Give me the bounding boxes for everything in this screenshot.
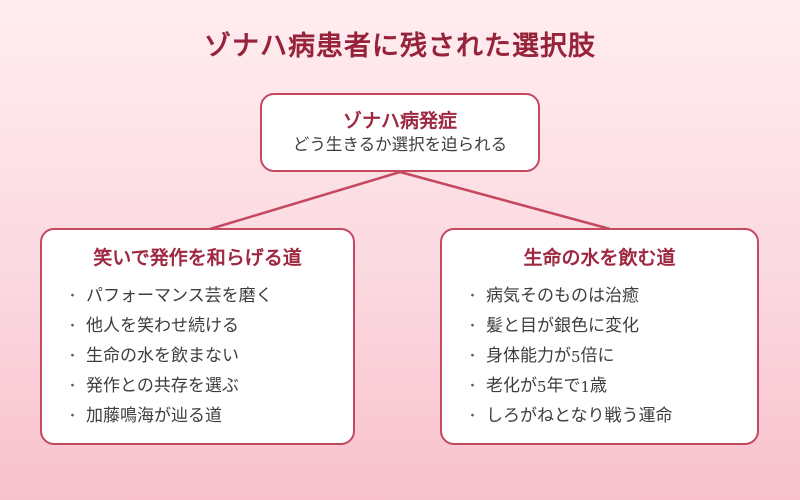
page-title: ゾナハ病患者に残された選択肢	[204, 31, 596, 61]
branch-heading: 生命の水を飲む道	[523, 248, 676, 269]
list-item-text: 身体能力が5倍に	[486, 345, 615, 367]
bullet-icon: ・	[466, 407, 480, 423]
list-item: ・しろがねとなり戦う運命	[466, 407, 747, 424]
list-item-text: パフォーマンス芸を磨く	[86, 285, 273, 305]
list-item: ・生命の水を飲まない	[66, 347, 343, 364]
bullet-icon: ・	[66, 407, 80, 423]
branch-node-laughter: 笑いで発作を和らげる道 ・パフォーマンス芸を磨く・他人を笑わせ続ける・生命の水を…	[40, 228, 355, 445]
list-item: ・発作との共存を選ぶ	[66, 377, 343, 394]
bullet-icon: ・	[66, 377, 80, 393]
connector-line-right	[399, 170, 611, 231]
branch-node-water: 生命の水を飲む道 ・病気そのものは治癒・髪と目が銀色に変化・身体能力が5倍に ・…	[440, 228, 759, 445]
list-item-text: 生命の水を飲まない	[86, 345, 239, 365]
connector-line-left	[209, 170, 401, 231]
list-item: ・老化が5年で1歳	[466, 375, 747, 397]
list-item-text: 髪と目が銀色に変化	[486, 315, 639, 335]
bullet-icon: ・	[466, 317, 480, 333]
list-item-text: 病気そのものは治癒	[486, 285, 639, 305]
list-item: ・病気そのものは治癒	[466, 287, 747, 304]
bullet-icon: ・	[66, 317, 80, 333]
bullet-icon: ・	[66, 347, 80, 363]
branch-heading: 笑いで発作を和らげる道	[93, 248, 302, 269]
bullet-icon: ・	[466, 347, 480, 363]
bullet-list-group: ・発作との共存を選ぶ・加藤鳴海が辿る道	[66, 377, 343, 424]
bullet-icon: ・	[466, 377, 480, 393]
root-node: ゾナハ病発症 どう生きるか選択を迫られる	[260, 93, 540, 172]
bullet-icon: ・	[66, 287, 80, 303]
bullet-list-group: ・病気そのものは治癒・髪と目が銀色に変化・身体能力が5倍に	[466, 287, 747, 367]
list-item-text: しろがねとなり戦う運命	[486, 405, 673, 425]
list-item-text: 発作との共存を選ぶ	[86, 375, 239, 395]
root-node-subheading: どう生きるか選択を迫られる	[292, 135, 508, 154]
list-item-text: 他人を笑わせ続ける	[86, 315, 239, 335]
list-item-text: 老化が5年で1歳	[486, 375, 608, 397]
list-item: ・加藤鳴海が辿る道	[66, 407, 343, 424]
bullet-list-group: ・老化が5年で1歳・しろがねとなり戦う運命	[466, 377, 747, 424]
list-item: ・髪と目が銀色に変化	[466, 317, 747, 334]
list-item: ・他人を笑わせ続ける	[66, 317, 343, 334]
list-item: ・パフォーマンス芸を磨く	[66, 287, 343, 304]
bullet-list-group: ・パフォーマンス芸を磨く・他人を笑わせ続ける・生命の水を飲まない	[66, 287, 343, 364]
root-node-heading: ゾナハ病発症	[342, 110, 457, 132]
list-item: ・身体能力が5倍に	[466, 345, 747, 367]
list-item-text: 加藤鳴海が辿る道	[86, 405, 222, 425]
bullet-icon: ・	[466, 287, 480, 303]
